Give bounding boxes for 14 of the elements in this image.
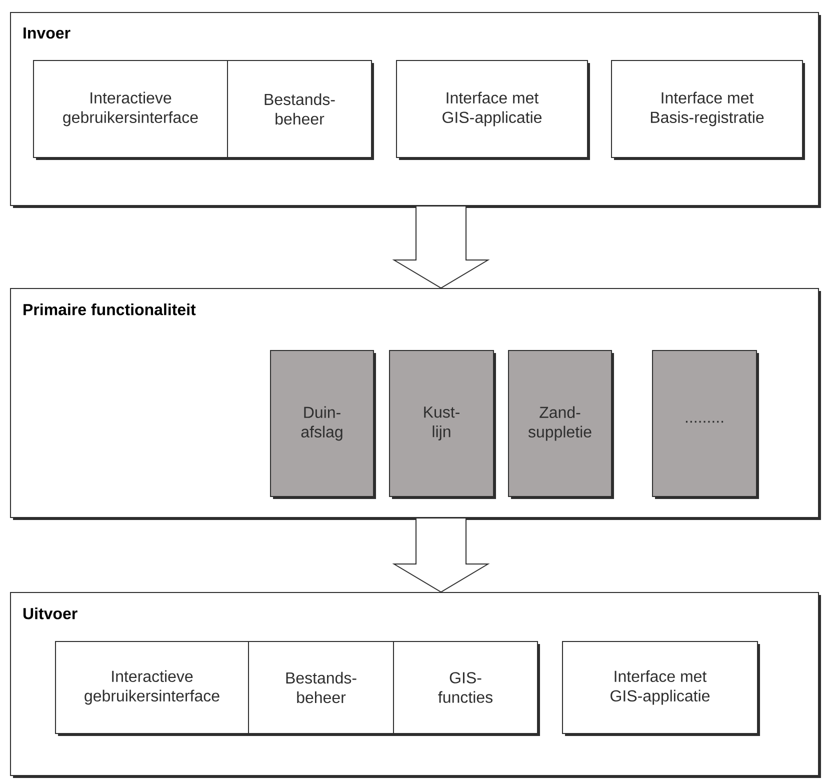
function-box: Duin- afslag [270,350,376,499]
module-box: Interactieve gebruikersinterface [33,60,230,160]
module-box: Interface met GIS-applicatie [562,641,760,736]
block-arrow [392,518,490,593]
module-box: Bestands- beheer [227,60,374,160]
module-box: Interface met GIS-applicatie [396,60,590,160]
function-box: ......... [652,350,759,499]
module-box: GIS- functies [393,641,540,736]
function-box: Kust- lijn [389,350,496,499]
module-box: Interactieve gebruikersinterface [55,641,251,736]
module-box: Interface met Basis-registratie [611,60,805,160]
module-box: Bestands- beheer [248,641,396,736]
block-arrow [392,206,490,289]
function-box: Zand- suppletie [508,350,614,499]
